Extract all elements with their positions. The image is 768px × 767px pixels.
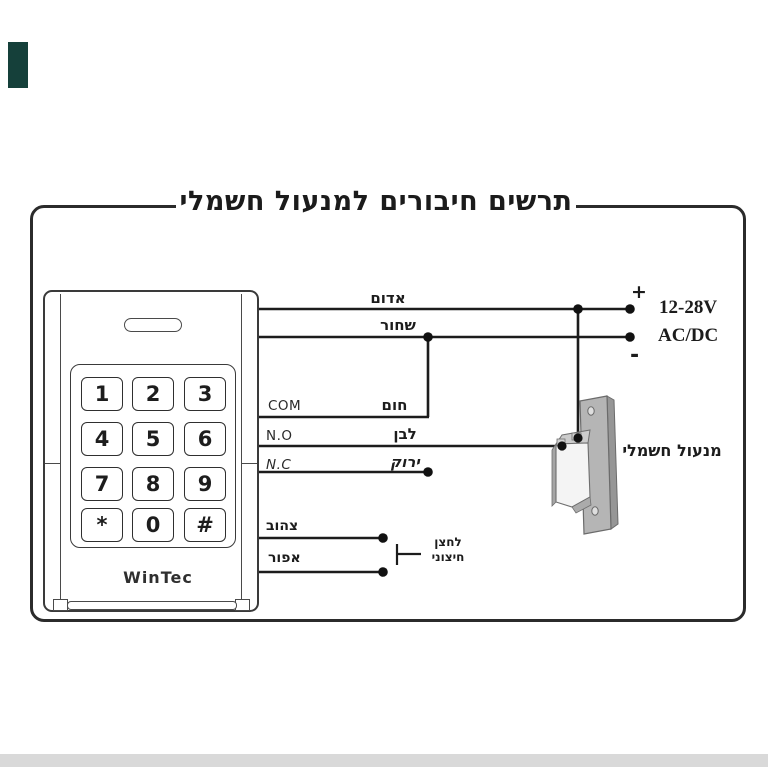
keypad-device: 1 2 3 4 5 6 7 8 9 * 0 #	[43, 290, 259, 612]
label-external-button: לחצן חיצוני	[424, 535, 472, 565]
scan-bottom-strip	[0, 754, 768, 767]
label-wire-brown: חום	[381, 396, 408, 414]
keypad-foot-left	[53, 599, 68, 611]
keypad-right-rail	[241, 294, 242, 604]
dot-yellow-end	[378, 533, 388, 543]
keypad-foot-right	[235, 599, 250, 611]
key-3[interactable]: 3	[184, 377, 226, 411]
dot-gray-end	[378, 567, 388, 577]
junction-dots	[378, 304, 635, 577]
label-nc: N.C	[266, 457, 292, 473]
key-7[interactable]: 7	[81, 467, 123, 501]
label-acdc: AC/DC	[658, 325, 719, 346]
key-5[interactable]: 5	[132, 422, 174, 456]
label-wire-black: שחור	[380, 316, 416, 334]
brand-logo-text: WinTec	[123, 568, 193, 587]
dot-black-junction	[423, 332, 433, 342]
key-2[interactable]: 2	[132, 377, 174, 411]
rail-tick-left	[45, 463, 60, 464]
key-4[interactable]: 4	[81, 422, 123, 456]
label-com: COM	[268, 398, 302, 414]
label-voltage: 12-28V	[659, 297, 718, 318]
label-plus: +	[631, 281, 647, 303]
push-button-symbol	[395, 544, 421, 565]
key-9[interactable]: 9	[184, 467, 226, 501]
rail-tick-right	[242, 463, 257, 464]
label-electric-lock: מנעול חשמלי	[622, 441, 722, 460]
electric-strike-lock	[551, 395, 619, 535]
label-wire-green: ירוק	[390, 453, 420, 471]
wires	[258, 307, 630, 574]
label-wire-gray: אפור	[268, 550, 301, 566]
label-external-button-line2: חיצוני	[431, 550, 465, 564]
keypad-foot-bar	[67, 601, 237, 610]
led-indicator	[124, 318, 182, 332]
key-1[interactable]: 1	[81, 377, 123, 411]
dot-lock-no	[557, 441, 567, 451]
dot-nc-end	[423, 467, 433, 477]
dot-plus-terminal	[625, 304, 635, 314]
dot-lock-plus	[573, 433, 583, 443]
label-wire-white: לבן	[393, 425, 417, 443]
label-external-button-line1: לחצן	[434, 535, 462, 549]
key-0[interactable]: 0	[132, 508, 174, 542]
key-star[interactable]: *	[81, 508, 123, 542]
key-8[interactable]: 8	[132, 467, 174, 501]
scan-artifact-mark	[8, 42, 28, 88]
label-wire-red: אדום	[370, 289, 406, 307]
key-hash[interactable]: #	[184, 508, 226, 542]
dot-minus-terminal	[625, 332, 635, 342]
dot-red-junction	[573, 304, 583, 314]
key-6[interactable]: 6	[184, 422, 226, 456]
label-wire-yellow: צהוב	[266, 518, 299, 534]
label-minus: -	[630, 343, 640, 368]
keypad-left-rail	[60, 294, 61, 604]
label-no: N.O	[266, 428, 293, 444]
page-title: תרשים חיבורים למנעול חשמלי	[176, 186, 576, 217]
keypad-panel: 1 2 3 4 5 6 7 8 9 * 0 #	[70, 364, 236, 548]
